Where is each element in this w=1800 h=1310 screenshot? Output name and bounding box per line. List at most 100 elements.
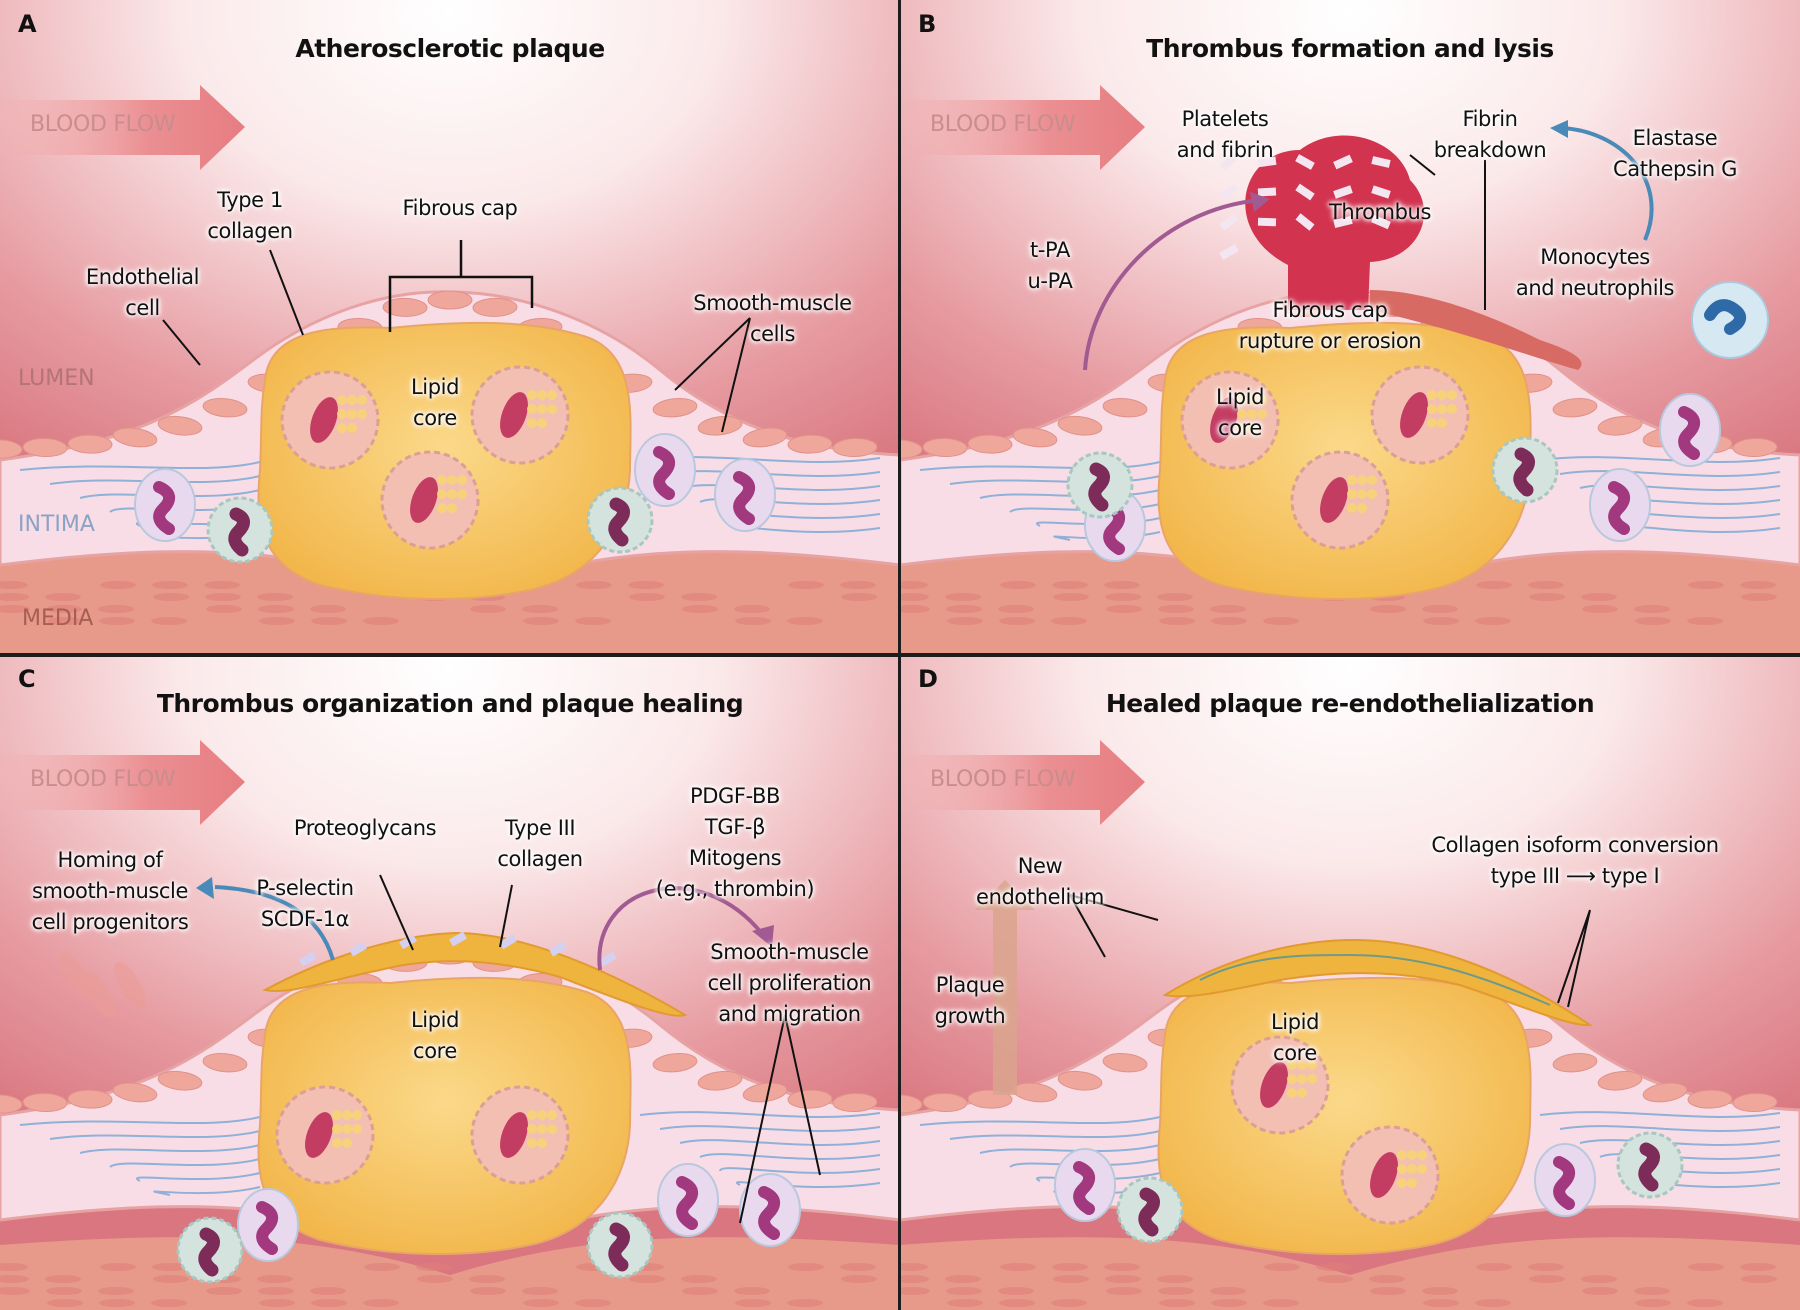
media-cell: [153, 1275, 189, 1283]
monocyte-nucleus: [1073, 1161, 1095, 1215]
media-cell: [1741, 593, 1777, 601]
media-cell: [1475, 617, 1511, 625]
lipid-droplet: [527, 390, 537, 400]
panel-divider-horizontal: [0, 653, 1800, 657]
lipid-droplet: [457, 475, 467, 485]
smc-progenitor: [84, 971, 116, 1019]
media-cell: [1211, 617, 1247, 625]
media-cell: [900, 593, 929, 601]
lipid-droplet: [527, 404, 537, 414]
panel-d: D Healed plaque re-endothelialization BL…: [900, 655, 1800, 1310]
media-cell: [1105, 593, 1141, 601]
lipid-droplet: [1407, 1150, 1417, 1160]
media-cell: [900, 1263, 928, 1271]
media-cell: [0, 1287, 30, 1295]
tpa-arrowhead: [1250, 192, 1270, 212]
panel-c-illustration: [0, 655, 900, 1310]
endothelial-cell: [787, 434, 833, 454]
lipid-droplet: [1427, 390, 1437, 400]
collagen-fiber: [1559, 1125, 1781, 1132]
panel-title: Healed plaque re-endothelialization: [1105, 689, 1595, 718]
lipid-droplet: [1307, 1074, 1317, 1084]
collagen-fiber: [699, 1153, 881, 1160]
media-cell: [152, 1263, 188, 1271]
media-cell: [99, 617, 135, 625]
media-cell: [310, 605, 346, 613]
lipid-core-label: Lipid core: [410, 375, 460, 430]
macrophage-nucleus: [1138, 1187, 1160, 1237]
media-cell: [47, 1299, 83, 1307]
media-cell: [1634, 1287, 1670, 1295]
endothelial-cell: [67, 434, 113, 454]
media-cell: [841, 1275, 877, 1283]
media-label: MEDIA: [22, 606, 94, 631]
monocyte-nucleus: [653, 446, 675, 500]
endothelial-cell: [697, 1070, 743, 1091]
media-cell: [1104, 1263, 1140, 1271]
type1-collagen-label: Type 1 collagen: [207, 188, 293, 243]
proteoglycans-label: Proteoglycans: [293, 816, 437, 840]
lipid-droplet: [547, 1124, 557, 1134]
lipid-droplet: [1297, 1074, 1307, 1084]
foam-cell-nucleus: [1260, 1062, 1288, 1108]
lipid-droplet: [337, 423, 347, 433]
macrophage-nucleus: [198, 1227, 220, 1277]
collagen-fiber: [919, 461, 1161, 471]
media-cell: [204, 581, 240, 589]
monocytes-label: Monocytes and neutrophils: [1515, 245, 1675, 300]
blood-flow-arrow: [0, 85, 245, 170]
endothelial-cell: [112, 427, 158, 448]
endothelial-cell: [382, 297, 428, 317]
endothelial-cell: [202, 1052, 248, 1073]
panel-title: Thrombus formation and lysis: [1146, 34, 1554, 63]
media-cell: [1687, 1299, 1723, 1307]
media-cell: [46, 605, 82, 613]
media-cell: [575, 617, 611, 625]
endothelial-cell: [1102, 1052, 1148, 1073]
panel-b-illustration: [900, 0, 1800, 655]
lipid-droplet: [337, 395, 347, 405]
lipid-droplet: [347, 423, 357, 433]
blood-flow-label: BLOOD FLOW: [30, 112, 176, 137]
homing-arrow: [214, 885, 335, 961]
lipid-droplet: [1357, 475, 1367, 485]
provisional-matrix: [262, 931, 688, 1017]
media-cell: [1159, 617, 1195, 625]
endothelial-cell: [1552, 1052, 1598, 1073]
lipid-droplet: [537, 1124, 547, 1134]
lipid-droplet: [437, 489, 447, 499]
media-cell: [788, 1263, 824, 1271]
media-cell: [1157, 593, 1193, 601]
media-cell: [681, 1275, 717, 1283]
leader-line: [269, 249, 304, 336]
panel-letter: D: [918, 665, 938, 693]
media-cell: [1369, 1275, 1405, 1283]
lipid-droplet: [1247, 409, 1257, 419]
platelet: [399, 934, 417, 950]
media-cell: [523, 617, 559, 625]
media-cell: [1581, 593, 1617, 601]
lipid-droplet: [1247, 423, 1257, 433]
lipid-droplet: [537, 418, 547, 428]
lipid-droplet: [347, 395, 357, 405]
media-cell: [98, 605, 134, 613]
media-cell: [1317, 1275, 1353, 1283]
endothelial-cell: [652, 397, 698, 418]
lipid-droplet: [547, 1110, 557, 1120]
lipid-droplet: [1357, 503, 1367, 513]
platelet: [1371, 156, 1391, 168]
media-cell: [840, 581, 876, 589]
platelet: [349, 941, 367, 957]
media-cell: [1581, 1275, 1617, 1283]
macrophage-nucleus: [1088, 462, 1110, 512]
selectin-label: P-selectin SCDF-1α: [256, 876, 354, 931]
lipid-droplet: [1257, 395, 1267, 405]
media-cell: [1528, 581, 1564, 589]
media-cell: [628, 581, 664, 589]
media-cell: [1211, 1299, 1247, 1307]
platelet: [1219, 183, 1239, 201]
media-cell: [1106, 605, 1142, 613]
lipid-droplet: [1287, 1074, 1297, 1084]
platelet: [549, 941, 567, 957]
lipid-droplet: [337, 409, 347, 419]
